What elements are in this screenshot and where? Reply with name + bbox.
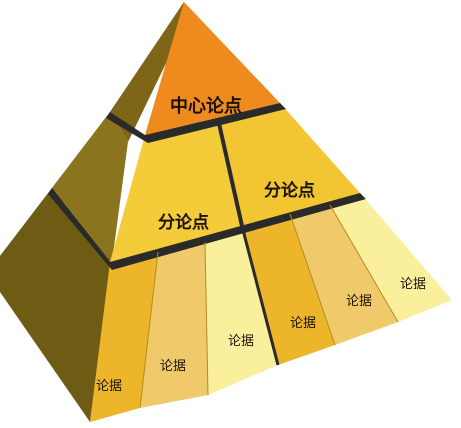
apex-label: 中心论点 [170,95,242,117]
left-side-tier3 [0,188,112,422]
apex-face [145,2,280,135]
evidence-face-4 [242,214,335,365]
left-side-tier1 [110,2,184,142]
evidence-label-5: 论据 [346,294,372,309]
evidence-label-3: 论据 [228,334,254,349]
evidence-divider [289,213,336,346]
evidence-label-4: 论据 [290,316,316,331]
separator-apex-ledge [106,103,286,143]
watermark: 知乎 @Runwise创新咨询 [299,399,437,414]
evidence-face-2 [140,242,208,408]
subpoint-label-left: 分论点 [158,212,209,233]
evidence-divider [204,241,209,396]
separator-tier2-middle [216,118,244,227]
left-side-tier2 [52,112,128,262]
separator-tier3-middle [240,225,280,366]
subpoint-face-left [110,119,242,262]
evidence-label-2: 论据 [160,359,186,374]
evidence-label-1: 论据 [96,379,122,394]
evidence-face-5 [290,205,398,345]
subpoint-face-right [218,103,360,226]
evidence-divider [329,204,399,323]
evidence-face-3 [205,226,278,395]
evidence-face-6 [330,193,452,322]
evidence-face-1 [90,252,158,422]
evidence-label-6: 论据 [400,277,426,292]
evidence-divider [139,251,159,409]
subpoint-label-right: 分论点 [264,180,315,201]
